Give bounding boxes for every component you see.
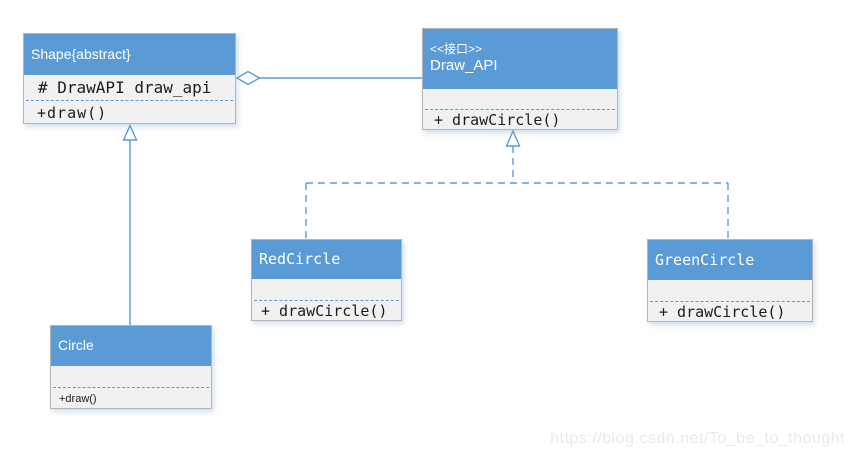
- class-title: RedCircle: [259, 250, 341, 269]
- class-header-shape: Shape{abstract}: [24, 34, 235, 75]
- method-row: + drawCircle(): [434, 111, 561, 129]
- realization-connector: [305, 129, 729, 239]
- realization-triangle-icon: [505, 129, 521, 147]
- attribute-row: # DrawAPI draw_api: [38, 78, 212, 97]
- method-row: + drawCircle(): [261, 302, 388, 320]
- watermark-text: https://blog.csdn.net/To_be_to_thought: [550, 430, 845, 447]
- class-title: GreenCircle: [655, 250, 755, 269]
- aggregation-connector: [235, 70, 422, 86]
- generalization-triangle-icon: [122, 123, 138, 141]
- generalization-connector: [122, 123, 138, 326]
- class-title: Draw_API: [430, 57, 498, 75]
- class-title: Circle: [58, 337, 94, 354]
- class-header-circle: Circle: [51, 326, 211, 366]
- class-title: Shape{abstract}: [31, 45, 131, 62]
- class-header-green-circle: GreenCircle: [648, 240, 812, 280]
- section-divider: [254, 300, 399, 301]
- class-box-draw-api: <<接口>> Draw_API + drawCircle(): [422, 28, 618, 130]
- method-row: + drawCircle(): [659, 303, 786, 321]
- section-divider: [425, 109, 615, 110]
- section-divider: [53, 387, 209, 388]
- attribute-row-empty: [423, 89, 617, 109]
- class-box-shape: Shape{abstract} # DrawAPI draw_api +draw…: [23, 33, 236, 124]
- method-row: +draw(): [37, 103, 108, 122]
- class-box-circle: Circle +draw(): [50, 325, 212, 409]
- attribute-row-empty: [252, 279, 401, 300]
- interface-stereotype: <<接口>>: [430, 41, 483, 56]
- method-row: +draw(): [59, 392, 97, 405]
- attribute-row-empty: [51, 366, 211, 387]
- class-box-red-circle: RedCircle + drawCircle(): [251, 239, 402, 321]
- section-divider: [26, 100, 233, 101]
- class-header-draw-api: <<接口>> Draw_API: [423, 29, 617, 89]
- class-box-green-circle: GreenCircle + drawCircle(): [647, 239, 813, 322]
- attribute-row-empty: [648, 280, 812, 301]
- section-divider: [650, 301, 810, 302]
- aggregation-diamond-icon: [235, 70, 261, 86]
- class-header-red-circle: RedCircle: [252, 240, 401, 279]
